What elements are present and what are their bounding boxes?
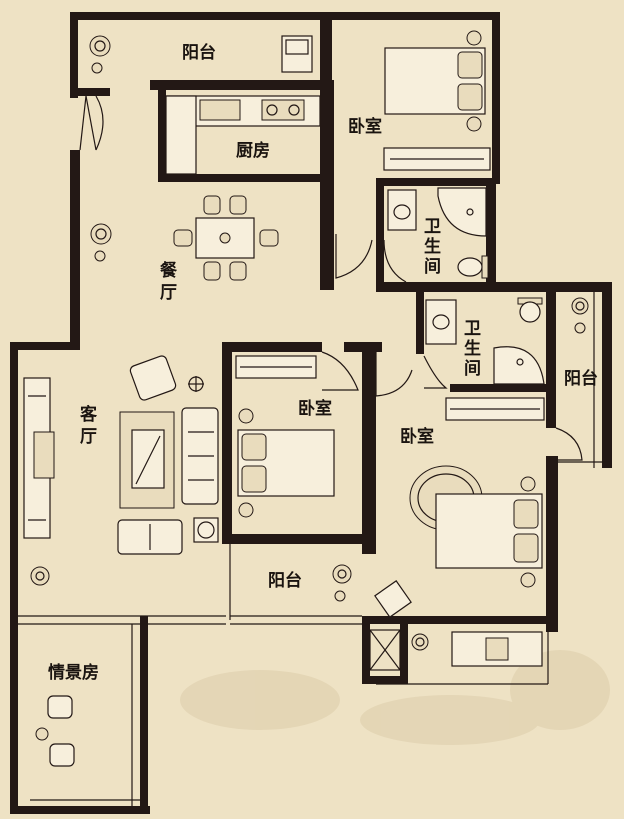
- lamp-icon: [188, 376, 204, 392]
- label-balcony-top: 阳台: [182, 42, 216, 63]
- door-swing-icon: [335, 234, 373, 279]
- sofa-icon: [117, 519, 183, 555]
- plant-icon: [90, 223, 112, 262]
- label-bedroom-middle: 卧室: [298, 398, 332, 419]
- label-bathroom-top-1: 卫: [424, 217, 441, 237]
- sink-icon: [425, 299, 457, 345]
- door-swing-icon: [383, 239, 407, 283]
- shower-icon: [437, 187, 487, 237]
- plant-icon: [332, 564, 352, 602]
- label-living-1: 客: [79, 404, 98, 425]
- railings: [18, 13, 610, 806]
- label-bedroom-master: 卧室: [400, 426, 434, 447]
- toilet-icon: [457, 255, 489, 279]
- plant-icon: [571, 297, 589, 334]
- door-swing-icon: [423, 355, 448, 389]
- sofa-icon: [129, 355, 177, 401]
- label-dining-2: 厅: [160, 283, 177, 303]
- door-swing-icon: [555, 427, 583, 461]
- plant-icon: [411, 633, 429, 651]
- sofa-icon: [181, 407, 219, 505]
- dining-table-icon: [173, 195, 279, 281]
- wardrobe: [235, 355, 317, 379]
- label-kitchen: 厨房: [236, 140, 270, 161]
- sink-icon: [387, 189, 417, 231]
- coffee-table: [119, 411, 175, 509]
- label-balcony-right: 阳台: [564, 368, 598, 389]
- bed-icon: [237, 408, 335, 518]
- washing-machine-icon: [281, 35, 313, 73]
- utility-box: [369, 629, 401, 671]
- stove-icon: [261, 99, 305, 121]
- door-swing-icon: [79, 95, 87, 151]
- label-bathroom-mid-3: 间: [464, 358, 481, 379]
- label-bathroom-mid-2: 生: [464, 338, 481, 359]
- kitchen-counter: [165, 95, 321, 175]
- chair-icon: [35, 695, 75, 767]
- wardrobe: [383, 147, 491, 171]
- background-texture: [180, 650, 610, 745]
- label-living-2: 厅: [80, 427, 97, 447]
- label-dining-1: 餐: [160, 260, 178, 281]
- side-table: [193, 517, 219, 543]
- room-labels: 阳台 卧室 厨房 卫 生 间 餐 厅 卫 生 间 阳台 客 厅 卧室 卧室 阳台…: [48, 42, 598, 683]
- walls: [10, 12, 612, 814]
- washing-machine-icon: [374, 580, 412, 618]
- tv-cabinet: [23, 377, 55, 539]
- sink-icon: [199, 99, 241, 121]
- label-bedroom-top: 卧室: [348, 116, 382, 137]
- door-swing-icon: [85, 95, 104, 151]
- door-swing-icon: [321, 351, 359, 391]
- wardrobe: [445, 397, 545, 421]
- label-bathroom-mid-1: 卫: [464, 319, 481, 339]
- label-bathroom-top-3: 间: [424, 256, 441, 277]
- desk: [451, 631, 543, 667]
- plant-icon: [30, 566, 50, 586]
- bed-icon: [384, 30, 486, 132]
- plant-icon: [89, 35, 111, 74]
- label-balcony-bottom: 阳台: [268, 570, 302, 591]
- door-swing-icon: [375, 352, 413, 397]
- label-bathroom-top-2: 生: [424, 236, 441, 257]
- toilet-icon: [517, 297, 543, 323]
- shower-icon: [493, 346, 545, 385]
- label-scene-room: 情景房: [48, 662, 99, 683]
- bed-icon: [435, 476, 543, 588]
- door-swings: [79, 95, 583, 461]
